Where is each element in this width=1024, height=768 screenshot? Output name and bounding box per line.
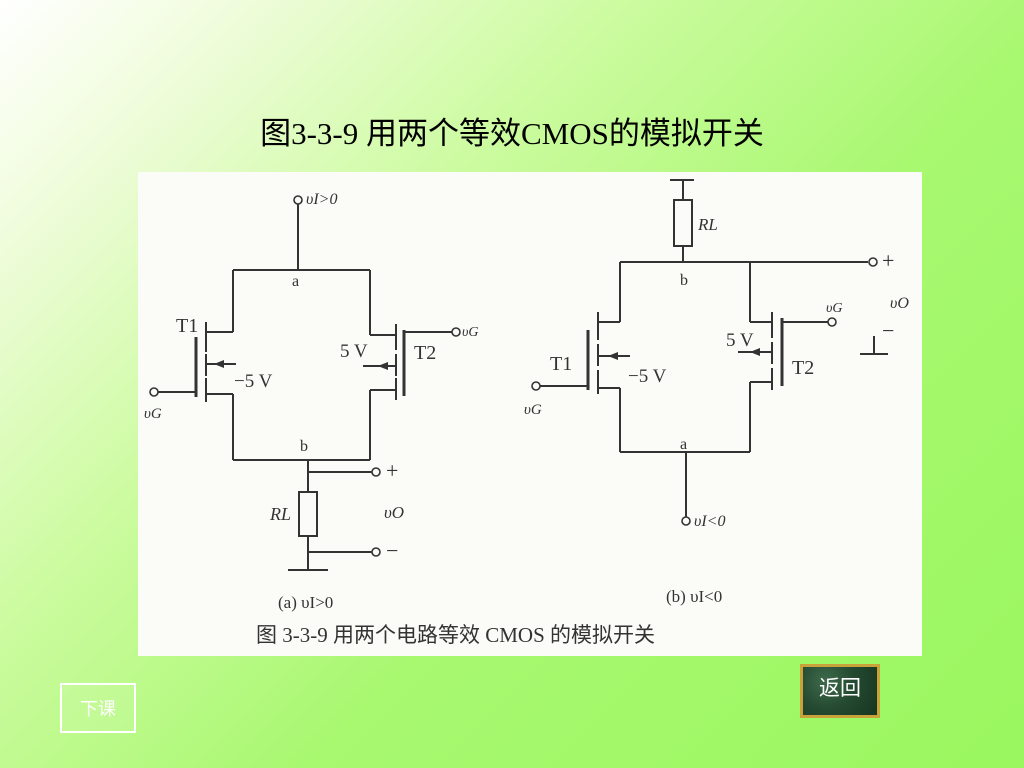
t2-label-b: T2	[792, 357, 814, 379]
input-terminal-a	[293, 195, 303, 205]
vo-minus-terminal-a	[371, 547, 381, 557]
neg5v-label-a: −5 V	[234, 371, 273, 392]
vg-label-b: υG	[524, 402, 542, 418]
back-button[interactable]: 返回	[800, 664, 880, 718]
vi-label-b: υI<0	[694, 513, 725, 530]
rl-label-a: RL	[269, 504, 291, 524]
rl-resistor-b	[673, 199, 693, 247]
pos5v-label-b: 5 V	[726, 330, 754, 351]
pos5v-label-a: 5 V	[340, 341, 368, 362]
plus-label-a: +	[386, 458, 398, 483]
node-label-a-bottom: b	[300, 438, 308, 455]
circuit-a	[149, 195, 461, 571]
vgbar-label-b: υG	[826, 301, 843, 316]
node-label-a-top: a	[292, 273, 299, 290]
figure-caption: 图 3-3-9 用两个电路等效 CMOS 的模拟开关	[256, 623, 655, 647]
vg-terminal-a	[149, 387, 159, 397]
plus-label-b: +	[882, 248, 894, 273]
vo-plus-terminal-a	[371, 467, 381, 477]
circuit-diagram: υI>0 a T1 −5 V 5 V T2 υG υG b RL υO + − …	[144, 179, 909, 647]
slide-title: 图3-3-9 用两个等效CMOS的模拟开关	[260, 116, 764, 151]
node-label-b-bottom: a	[680, 436, 687, 453]
vo-plus-terminal-b	[868, 257, 878, 267]
vgbar-terminal-a	[451, 327, 461, 337]
t2-label-a: T2	[414, 342, 436, 364]
vgbar-label-a: υG	[462, 325, 479, 340]
rl-resistor-a	[298, 491, 318, 537]
input-terminal-b	[681, 516, 691, 526]
t1-label-a: T1	[176, 315, 198, 337]
subcaption-b: (b) υI<0	[666, 587, 722, 606]
circuit-b	[531, 179, 888, 526]
subcaption-a: (a) υI>0	[278, 593, 333, 612]
vo-label-b: υO	[890, 295, 909, 312]
rl-label-b: RL	[697, 215, 718, 234]
neg5v-label-b: −5 V	[628, 366, 667, 387]
circuit-figure: υI>0 a T1 −5 V 5 V T2 υG υG b RL υO + − …	[138, 172, 922, 656]
vg-terminal-b	[531, 381, 541, 391]
vo-label-a: υO	[384, 503, 404, 522]
vgbar-terminal-b	[827, 317, 837, 327]
end-class-button-label: 下课	[80, 699, 116, 720]
vg-label-a: υG	[144, 406, 162, 422]
back-button-label: 返回	[819, 676, 861, 700]
end-class-button[interactable]: 下课	[60, 683, 136, 733]
minus-label-b: −	[882, 318, 894, 343]
vi-label-a: υI>0	[306, 191, 337, 208]
t1-label-b: T1	[550, 353, 572, 375]
node-label-b-top: b	[680, 272, 688, 289]
minus-label-a: −	[386, 538, 398, 563]
